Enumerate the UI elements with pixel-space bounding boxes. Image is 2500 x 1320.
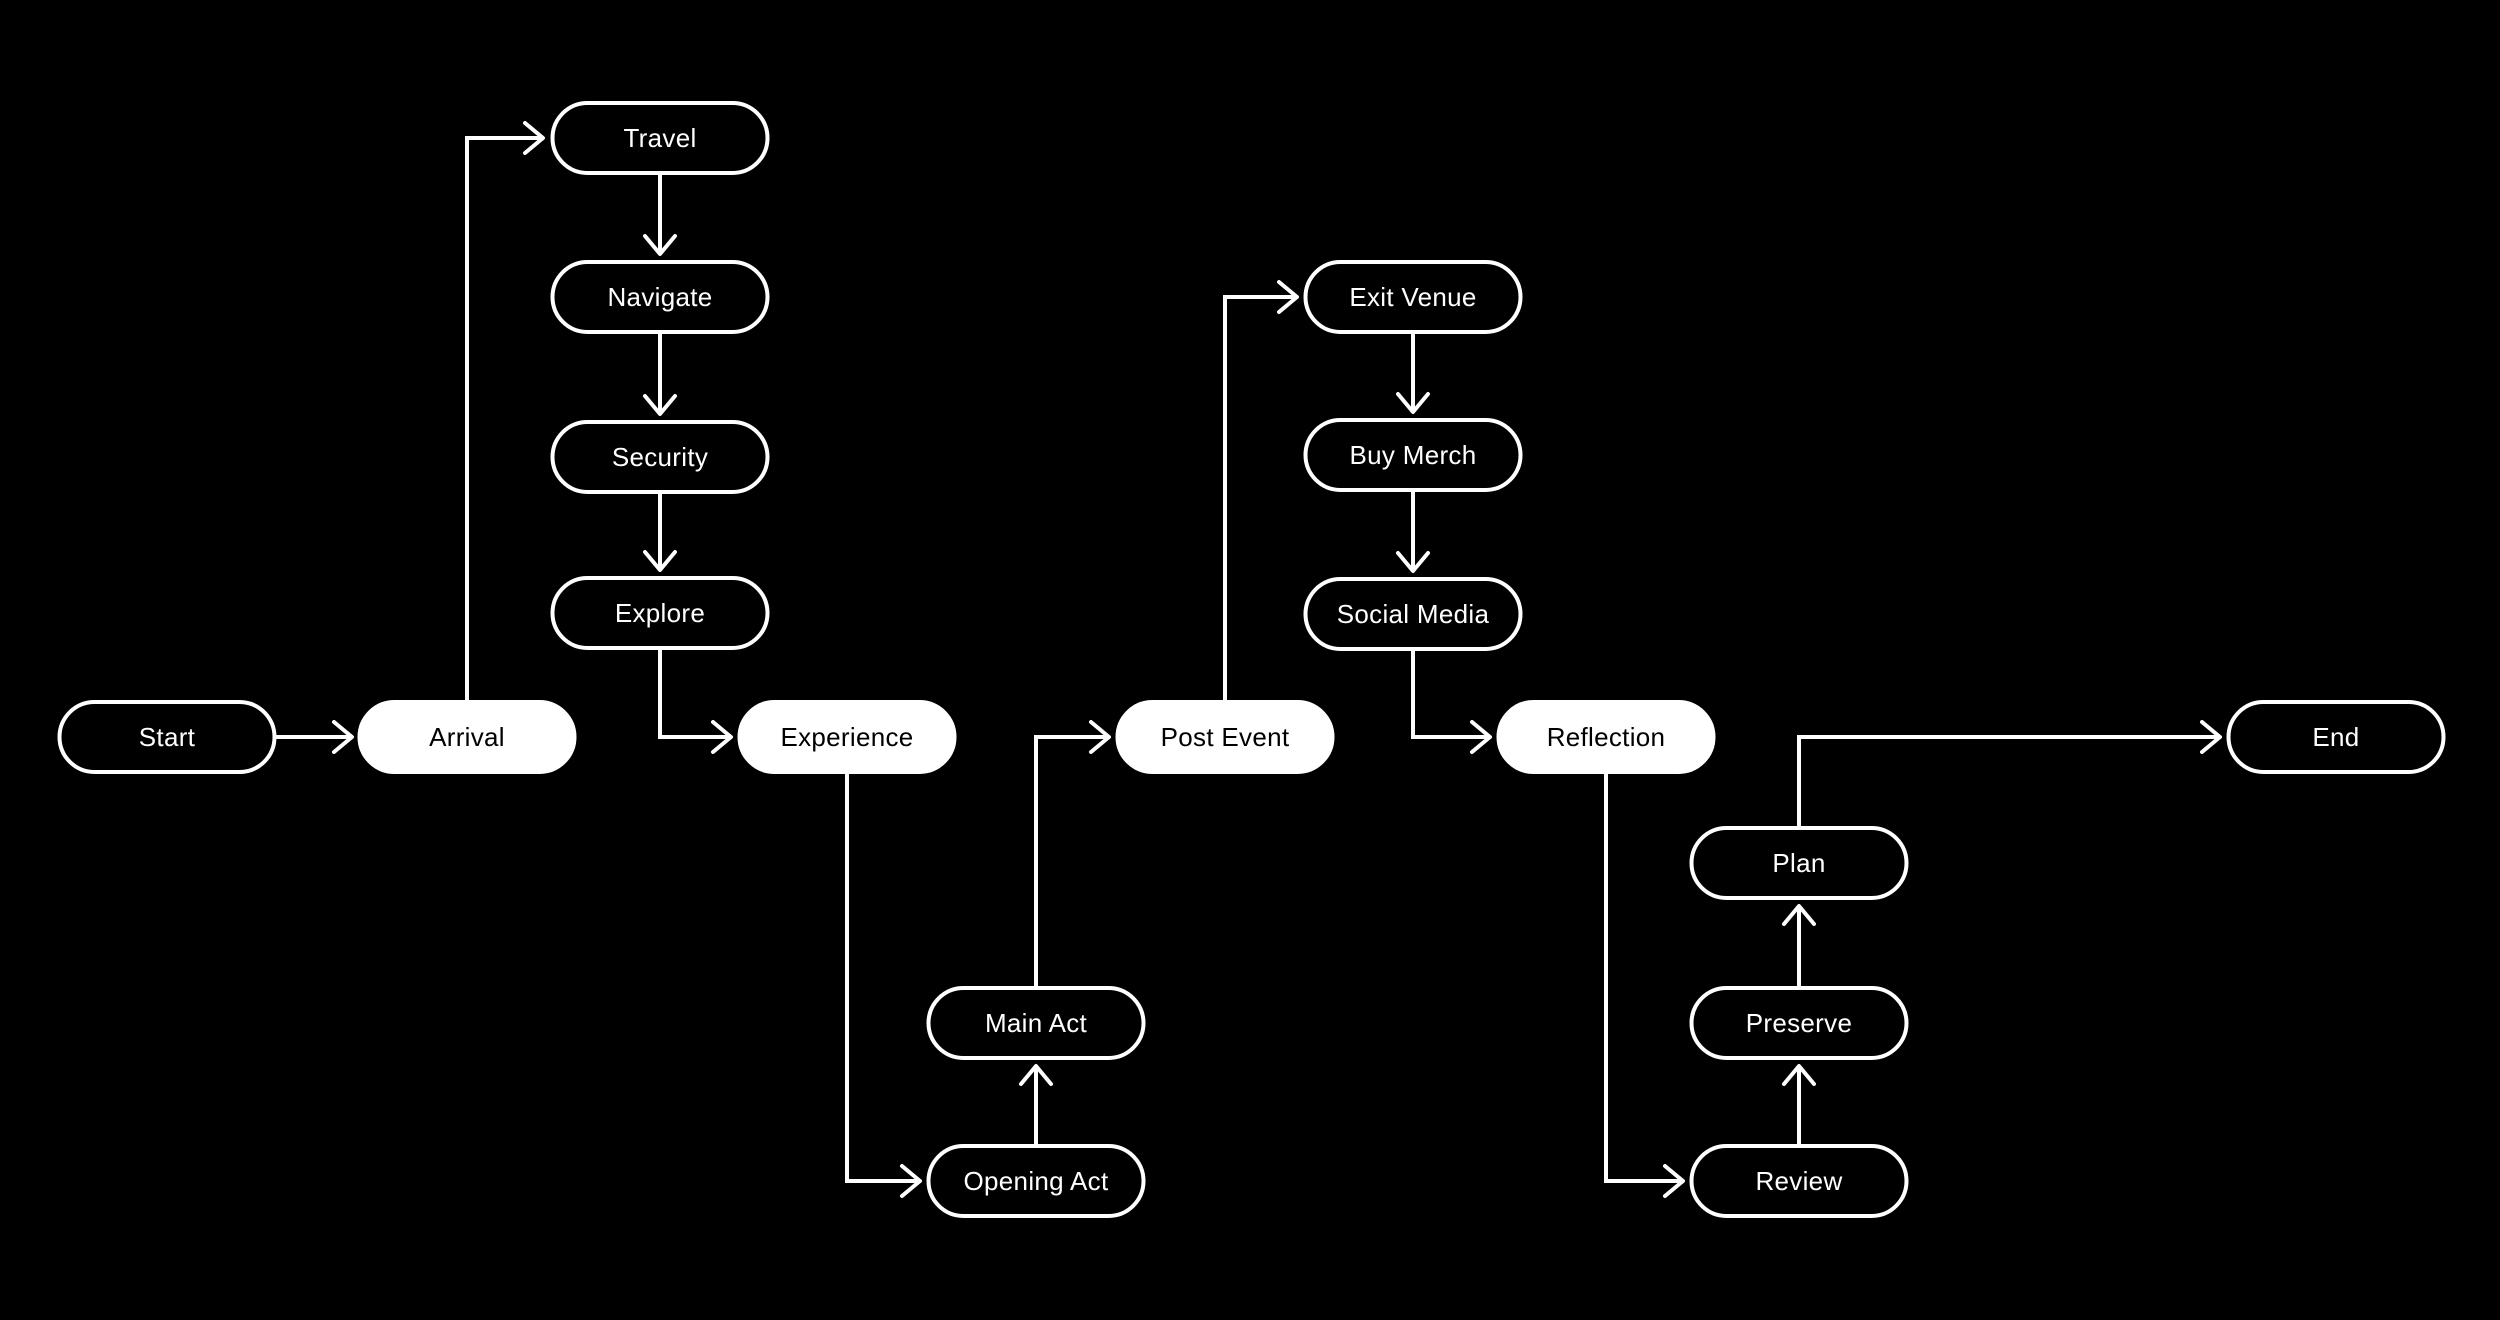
- node-shape-start: [57, 700, 277, 774]
- node-social-media: Social Media: [1303, 577, 1523, 651]
- node-label-navigate: Navigate: [607, 282, 712, 312]
- node-shape-travel: [550, 101, 770, 175]
- node-shape-end: [2226, 700, 2446, 774]
- node-label-arrival: Arrival: [429, 722, 505, 752]
- node-label-security: Security: [612, 442, 708, 472]
- node-shape-reflection: [1496, 700, 1716, 774]
- edge-experience-to-opening-act: [845, 772, 922, 1198]
- node-shape-opening-act: [926, 1144, 1146, 1218]
- edge-layer: [275, 121, 2222, 1198]
- edge-social-media-to-reflection: [1411, 649, 1492, 754]
- node-plan: Plan: [1689, 826, 1909, 900]
- node-label-review: Review: [1755, 1166, 1842, 1196]
- node-shape-navigate: [550, 260, 770, 334]
- node-end: End: [2226, 700, 2446, 774]
- node-travel: Travel: [550, 101, 770, 175]
- edge-plan-to-end: [1797, 720, 2222, 828]
- node-shape-preserve: [1689, 986, 1909, 1060]
- node-shape-review: [1689, 1144, 1909, 1218]
- node-shape-exit-venue: [1303, 260, 1523, 334]
- node-experience: Experience: [737, 700, 957, 774]
- node-label-travel: Travel: [623, 123, 696, 153]
- edge-arrival-to-travel: [465, 121, 545, 702]
- node-arrival: Arrival: [357, 700, 577, 774]
- edge-post-event-to-exit-venue: [1223, 280, 1299, 702]
- node-start: Start: [57, 700, 277, 774]
- node-buy-merch: Buy Merch: [1303, 418, 1523, 492]
- node-label-social-media: Social Media: [1337, 599, 1490, 629]
- node-shape-buy-merch: [1303, 418, 1523, 492]
- node-label-preserve: Preserve: [1746, 1008, 1852, 1038]
- node-label-exit-venue: Exit Venue: [1349, 282, 1476, 312]
- node-reflection: Reflection: [1496, 700, 1716, 774]
- node-main-act: Main Act: [926, 986, 1146, 1060]
- node-post-event: Post Event: [1115, 700, 1335, 774]
- node-label-post-event: Post Event: [1161, 722, 1290, 752]
- node-label-main-act: Main Act: [985, 1008, 1088, 1038]
- node-exit-venue: Exit Venue: [1303, 260, 1523, 334]
- edge-main-act-to-post-event: [1034, 720, 1111, 988]
- node-label-reflection: Reflection: [1547, 722, 1666, 752]
- node-shape-social-media: [1303, 577, 1523, 651]
- node-label-experience: Experience: [780, 722, 913, 752]
- node-shape-experience: [737, 700, 957, 774]
- node-shape-arrival: [357, 700, 577, 774]
- node-review: Review: [1689, 1144, 1909, 1218]
- node-layer: Start Arrival TravelNavigateSecurityExplor…: [57, 101, 2446, 1218]
- edge-reflection-to-review: [1604, 772, 1685, 1198]
- node-shape-plan: [1689, 826, 1909, 900]
- node-shape-explore: [550, 576, 770, 650]
- node-label-plan: Plan: [1772, 848, 1825, 878]
- node-label-buy-merch: Buy Merch: [1350, 440, 1477, 470]
- node-label-explore: Explore: [615, 598, 705, 628]
- node-shape-security: [550, 420, 770, 494]
- node-security: Security: [550, 420, 770, 494]
- node-label-start: Start: [139, 722, 196, 752]
- edge-explore-to-experience: [658, 648, 733, 754]
- node-explore: Explore: [550, 576, 770, 650]
- node-shape-post-event: [1115, 700, 1335, 774]
- node-label-opening-act: Opening Act: [964, 1166, 1109, 1196]
- node-shape-main-act: [926, 986, 1146, 1060]
- node-navigate: Navigate: [550, 260, 770, 334]
- node-opening-act: Opening Act: [926, 1144, 1146, 1218]
- node-preserve: Preserve: [1689, 986, 1909, 1060]
- node-label-end: End: [2312, 722, 2359, 752]
